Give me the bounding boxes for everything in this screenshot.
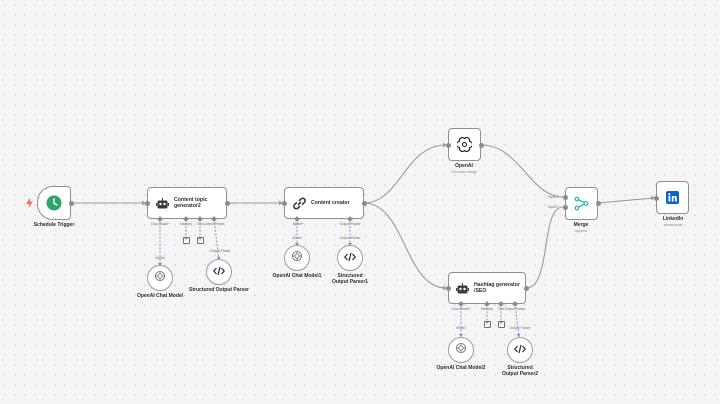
openai-chat-model-label: OpenAI Chat Model: [136, 293, 184, 299]
linkedin-input-port[interactable]: [653, 195, 659, 201]
port-label-output-parser: Output Parser: [203, 222, 225, 226]
content-topic-generator-node[interactable]: Content topic generator2: [147, 187, 227, 219]
code-icon: [212, 263, 226, 281]
openai-output-port[interactable]: [478, 142, 484, 148]
content-creator-node[interactable]: Content creator: [284, 187, 364, 219]
edge-label-output-parser: Output Parser: [509, 326, 531, 330]
node-title: Content topic generator2: [174, 197, 208, 209]
openai-chat-model2-node[interactable]: [448, 337, 474, 363]
port-label-memory: Memory: [480, 307, 494, 311]
openai-sublabel: Generate image: [451, 170, 477, 174]
port-label-chat-model: Chat Model*: [150, 222, 170, 226]
creator-output-port[interactable]: [361, 200, 367, 206]
port-label-output-parser: Output Parser: [504, 307, 526, 311]
openai-icon: [154, 269, 166, 287]
trigger-bolt-icon: [26, 198, 33, 208]
openai-generate-image-node[interactable]: [448, 128, 481, 161]
add-memory-button[interactable]: +: [182, 237, 190, 244]
openai-chat-model1-label: OpenAI Chat Model1: [272, 273, 322, 279]
merge-icon: [574, 196, 589, 211]
creator-input-port[interactable]: [281, 200, 287, 206]
schedule-trigger-node[interactable]: [37, 186, 71, 220]
node-title: Content creator: [311, 200, 350, 206]
merge-input-2-port[interactable]: [562, 204, 568, 210]
code-icon: [343, 249, 357, 267]
merge-input-2-label: Input 2: [548, 205, 559, 209]
structured-output-parser2-node[interactable]: [507, 337, 533, 363]
openai-icon: [291, 249, 303, 267]
linkedin-icon: [666, 191, 679, 204]
port-label-chat-model: Chat Model*: [451, 307, 471, 311]
merge-node[interactable]: [565, 187, 598, 220]
merge-label: Merge: [573, 222, 589, 228]
topic-input-port[interactable]: [144, 200, 150, 206]
openai-label: OpenAI: [455, 163, 473, 169]
openai-icon: [457, 137, 472, 152]
port-label-output-parser: Output Parser: [339, 222, 361, 226]
port-label-model: Model*: [292, 222, 304, 226]
openai-chat-model1-node[interactable]: [284, 245, 310, 271]
structured-output-parser2-label: Structured Output Parser2: [501, 365, 539, 377]
robot-icon: [456, 282, 469, 294]
port-label-tool: Tool: [497, 307, 505, 311]
merge-input-1-label: Input 1: [548, 195, 559, 199]
add-tool-button[interactable]: +: [196, 237, 204, 244]
structured-output-parser1-label: Structured Output Parser1: [331, 273, 369, 285]
edge-creator-openai: [363, 144, 447, 204]
schedule-output-port[interactable]: [69, 200, 74, 206]
structured-output-parser-label: Structured Output Parser: [188, 287, 250, 293]
edge-label-model: Model: [456, 326, 466, 330]
edge-openai-merge: [480, 144, 564, 198]
port-label-tool: Tool: [196, 222, 204, 226]
edge-label-output-parser: Output Parser: [339, 236, 361, 240]
code-icon: [513, 341, 527, 359]
edge-label-model: Model: [292, 236, 302, 240]
add-tool-button[interactable]: +: [497, 321, 505, 328]
topic-output-port[interactable]: [224, 200, 230, 206]
hashtag-input-port[interactable]: [445, 285, 451, 291]
structured-output-parser1-node[interactable]: [337, 245, 363, 271]
schedule-trigger-label: Schedule Trigger: [33, 222, 75, 228]
edge-hashtag-merge: [525, 206, 564, 289]
hashtag-output-port[interactable]: [523, 285, 529, 291]
edge-label-output-parser: Output Parser: [209, 249, 231, 253]
edge-label-model: Model: [155, 256, 165, 260]
link-icon: [293, 197, 306, 210]
openai-chat-model2-label: OpenAI Chat Model2: [436, 365, 486, 371]
robot-icon: [156, 197, 169, 209]
port-label-memory: Memory: [179, 222, 193, 226]
clock-icon: [46, 195, 62, 211]
merge-input-1-port[interactable]: [562, 194, 568, 200]
node-title: Hashtag generator /SEO: [474, 282, 520, 294]
merge-output-port[interactable]: [595, 200, 601, 206]
linkedin-label: LinkedIn: [662, 216, 684, 222]
merge-sublabel: append: [575, 229, 587, 233]
linkedin-sublabel: create: post: [663, 223, 683, 227]
edge-creator-hashtag: [363, 202, 447, 289]
linkedin-node[interactable]: [656, 181, 689, 214]
structured-output-parser-node[interactable]: [206, 259, 232, 285]
openai-input-port[interactable]: [445, 142, 451, 148]
hashtag-generator-node[interactable]: Hashtag generator /SEO: [448, 272, 526, 304]
edge-merge-linkedin: [597, 197, 655, 204]
openai-chat-model-node[interactable]: [147, 265, 173, 291]
openai-icon: [455, 341, 467, 359]
add-memory-button[interactable]: +: [483, 321, 491, 328]
